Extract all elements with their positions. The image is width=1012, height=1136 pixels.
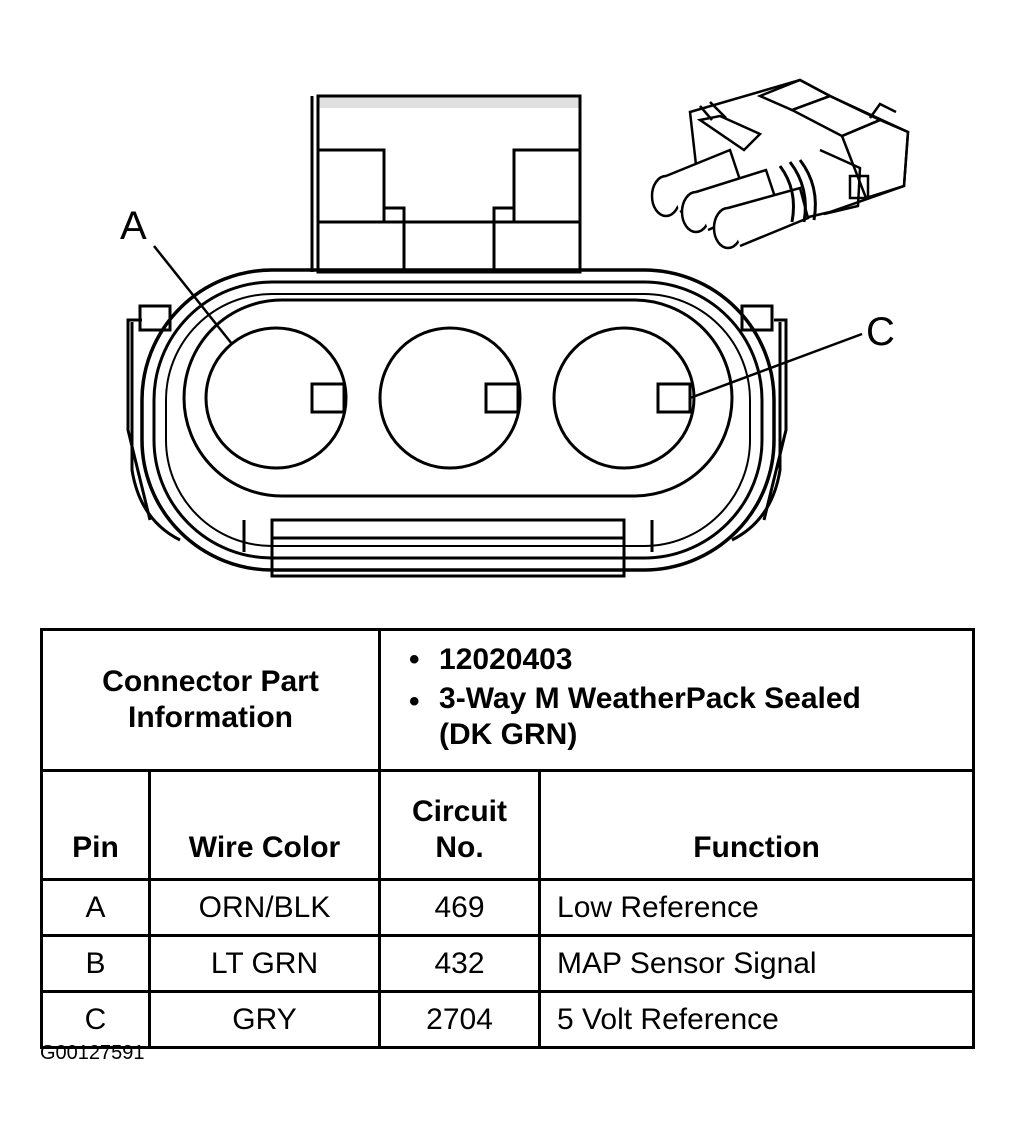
pin-cell: A — [40, 878, 151, 937]
header-function: Function — [538, 769, 976, 881]
terminal-cavity-a — [204, 326, 348, 470]
table-row: A ORN/BLK 469 Low Reference — [40, 878, 976, 937]
figure-id: G00127591 — [40, 1042, 145, 1064]
connector-description-line1: 3-Way M WeatherPack Sealed — [439, 682, 861, 715]
header-circuit-line1: Circuit — [412, 795, 508, 828]
header-circuit-line2: No. — [435, 831, 484, 864]
wire-color-cell: LT GRN — [147, 934, 382, 993]
terminal-cavity-c — [552, 326, 696, 470]
connector-housing — [126, 268, 788, 578]
connector-info-details: 12020403 3-Way M WeatherPack Sealed (DK … — [378, 628, 976, 772]
pin-a-leader — [153, 245, 233, 345]
connector-info-row: Connector Part Information 12020403 3-Wa… — [39, 628, 976, 772]
connector-3d-icon — [650, 78, 910, 250]
pin-cell: B — [40, 934, 151, 993]
connector-description-line2: (DK GRN) — [439, 718, 578, 751]
pin-c-callout: C — [866, 310, 895, 354]
header-circuit-no: Circuit No. — [378, 769, 542, 881]
column-header-row: Pin Wire Color Circuit No. Function — [40, 769, 976, 881]
function-cell: 5 Volt Reference — [538, 990, 976, 1049]
function-cell: MAP Sensor Signal — [538, 934, 976, 993]
pin-c-leader — [689, 332, 863, 400]
pin-cell: C — [40, 990, 151, 1049]
pin-a-callout: A — [120, 204, 147, 248]
wire-color-cell: GRY — [147, 990, 382, 1049]
table-row: B LT GRN 432 MAP Sensor Signal — [40, 934, 976, 993]
locking-tab — [310, 94, 582, 274]
connector-face-diagram — [126, 78, 910, 578]
circuit-cell: 2704 — [378, 990, 542, 1049]
connector-description: 3-Way M WeatherPack Sealed (DK GRN) — [409, 681, 964, 753]
circuit-cell: 432 — [378, 934, 542, 993]
table-row: C GRY 2704 5 Volt Reference — [40, 990, 976, 1049]
connector-info-label: Connector Part Information — [39, 628, 382, 772]
connector-info-label-line1: Connector Part — [102, 665, 319, 698]
function-cell: Low Reference — [538, 878, 976, 937]
connector-info-table: Connector Part Information 12020403 3-Wa… — [39, 628, 976, 1049]
part-number: 12020403 — [409, 639, 964, 681]
header-pin: Pin — [40, 769, 151, 881]
circuit-cell: 469 — [378, 878, 542, 937]
connector-info-label-line2: Information — [128, 701, 293, 734]
header-wire-color: Wire Color — [147, 769, 382, 881]
wire-color-cell: ORN/BLK — [147, 878, 382, 937]
seal-face — [182, 298, 734, 498]
terminal-cavity-b — [378, 326, 522, 470]
